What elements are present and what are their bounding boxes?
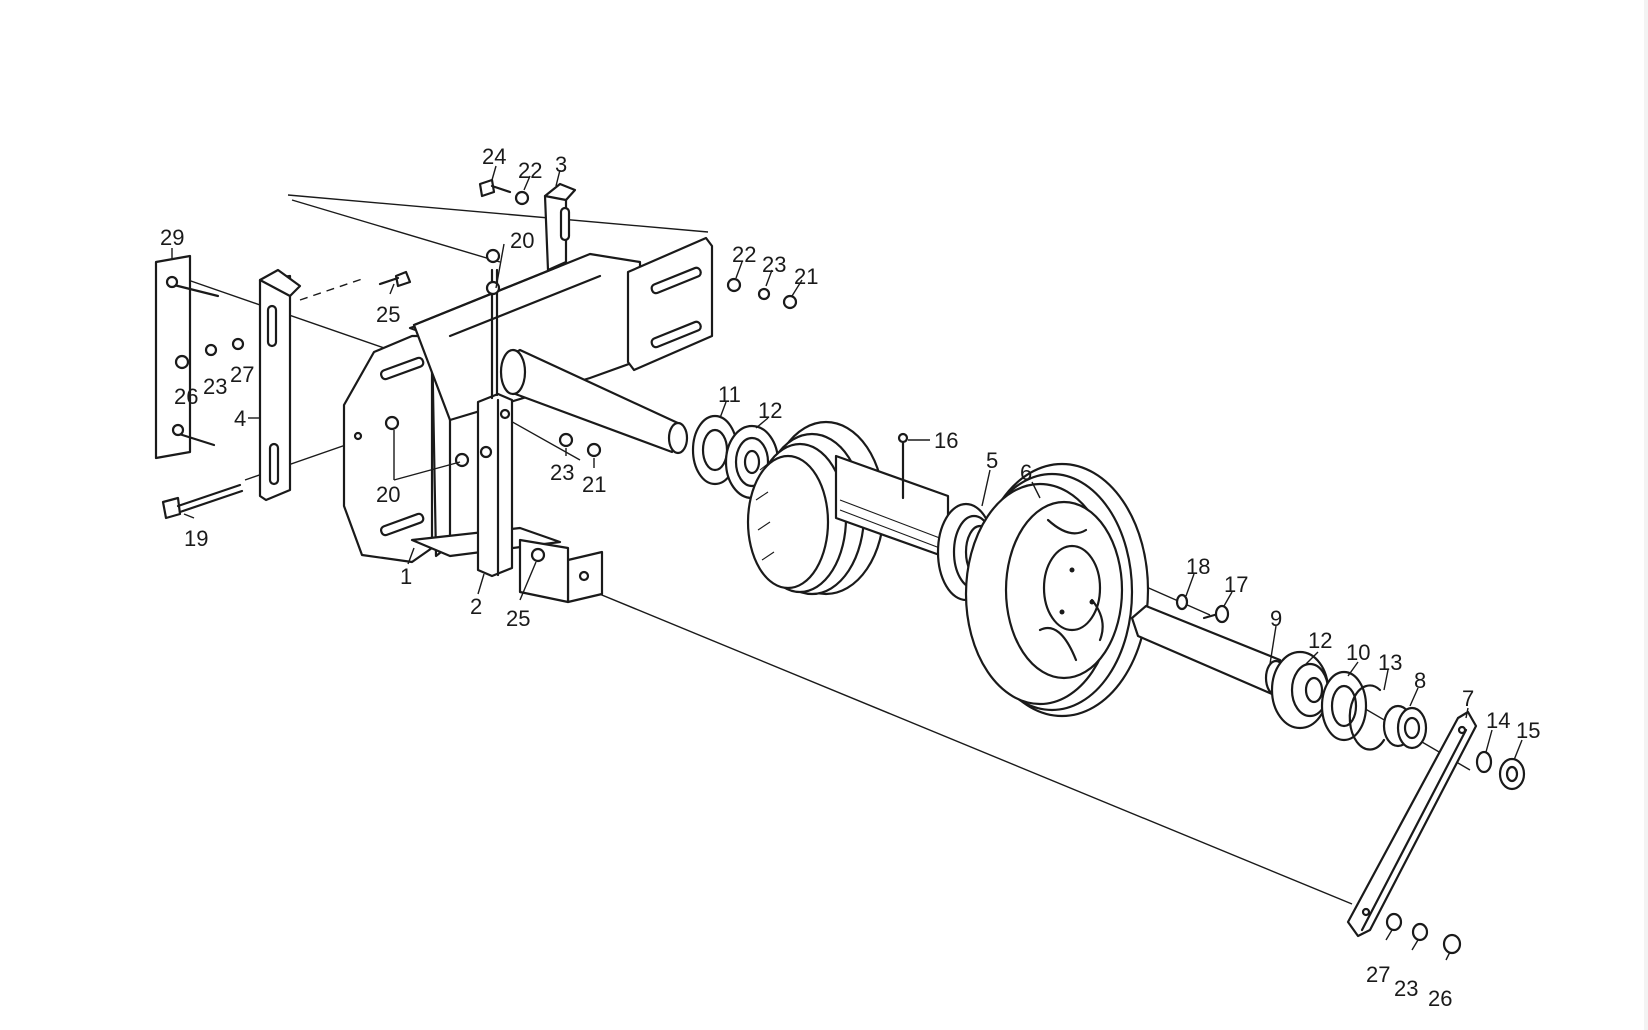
callout-13: 13 (1378, 650, 1402, 675)
part-9-sleeve (1130, 604, 1288, 697)
callout-10: 10 (1346, 640, 1370, 665)
beam-end-plate (626, 236, 714, 372)
callout-23: 23 (762, 252, 786, 277)
callout-19: 19 (184, 526, 208, 551)
callout-22: 22 (732, 242, 756, 267)
part-12-bearing-b (1270, 650, 1330, 730)
callout-12: 12 (758, 398, 782, 423)
part-7-tension-arm (1346, 710, 1478, 938)
callout-27: 27 (230, 362, 254, 387)
part-4-slotted-strip (258, 268, 302, 502)
part-19-long-bolt (161, 483, 244, 520)
callout-20: 20 (510, 228, 534, 253)
part-10-washer (1320, 670, 1368, 742)
callout-1: 1 (400, 564, 412, 589)
callout-20: 20 (376, 482, 400, 507)
part-6-large-pulley (964, 462, 1150, 718)
fasteners-top (478, 178, 798, 458)
callout-23: 23 (1394, 976, 1418, 1001)
callout-5: 5 (986, 448, 998, 473)
part-29-backing-plate (154, 254, 245, 460)
callout-26: 26 (174, 384, 198, 409)
callout-23: 23 (203, 374, 227, 399)
part-13-circlip (1348, 684, 1386, 751)
callout-25: 25 (506, 606, 530, 631)
callout-8: 8 (1414, 668, 1426, 693)
scan-edge (1644, 0, 1648, 1030)
callout-26: 26 (1428, 986, 1452, 1011)
callout-29: 29 (160, 225, 184, 250)
callout-27: 27 (1366, 962, 1390, 987)
callout-21: 21 (582, 472, 606, 497)
callout-21: 21 (794, 264, 818, 289)
part-25-top-bolt (378, 270, 412, 288)
callout-22: 22 (518, 158, 542, 183)
callout-3: 3 (555, 152, 567, 177)
callout-2: 2 (470, 594, 482, 619)
callout-14: 14 (1486, 708, 1510, 733)
part-2-vertical-post (476, 248, 514, 578)
part-8-spacer (1382, 704, 1428, 750)
bottom-fasteners (1385, 912, 1462, 955)
part-3-top-strip (543, 182, 577, 272)
callout-25: 25 (376, 302, 400, 327)
bottom-block (518, 538, 604, 604)
callout-18: 18 (1186, 554, 1210, 579)
part-18-17-fasteners (1175, 593, 1230, 624)
bracket-shaft (499, 348, 689, 455)
callout-11: 11 (718, 382, 741, 407)
callout-24: 24 (482, 144, 506, 169)
callout-16: 16 (934, 428, 958, 453)
callout-4: 4 (234, 406, 246, 431)
part-14-15-nut (1475, 750, 1526, 791)
callout-23: 23 (550, 460, 574, 485)
callout-9: 9 (1270, 606, 1282, 631)
callout-7: 7 (1462, 686, 1474, 711)
callout-12: 12 (1308, 628, 1332, 653)
central-shaft (834, 432, 950, 560)
callout-17: 17 (1224, 572, 1248, 597)
callout-6: 6 (1020, 460, 1032, 485)
callout-15: 15 (1516, 718, 1540, 743)
callout-labels: 29 24 22 3 20 22 23 21 25 26 23 27 4 20 … (160, 144, 1540, 1011)
leader-lines (171, 165, 1523, 961)
